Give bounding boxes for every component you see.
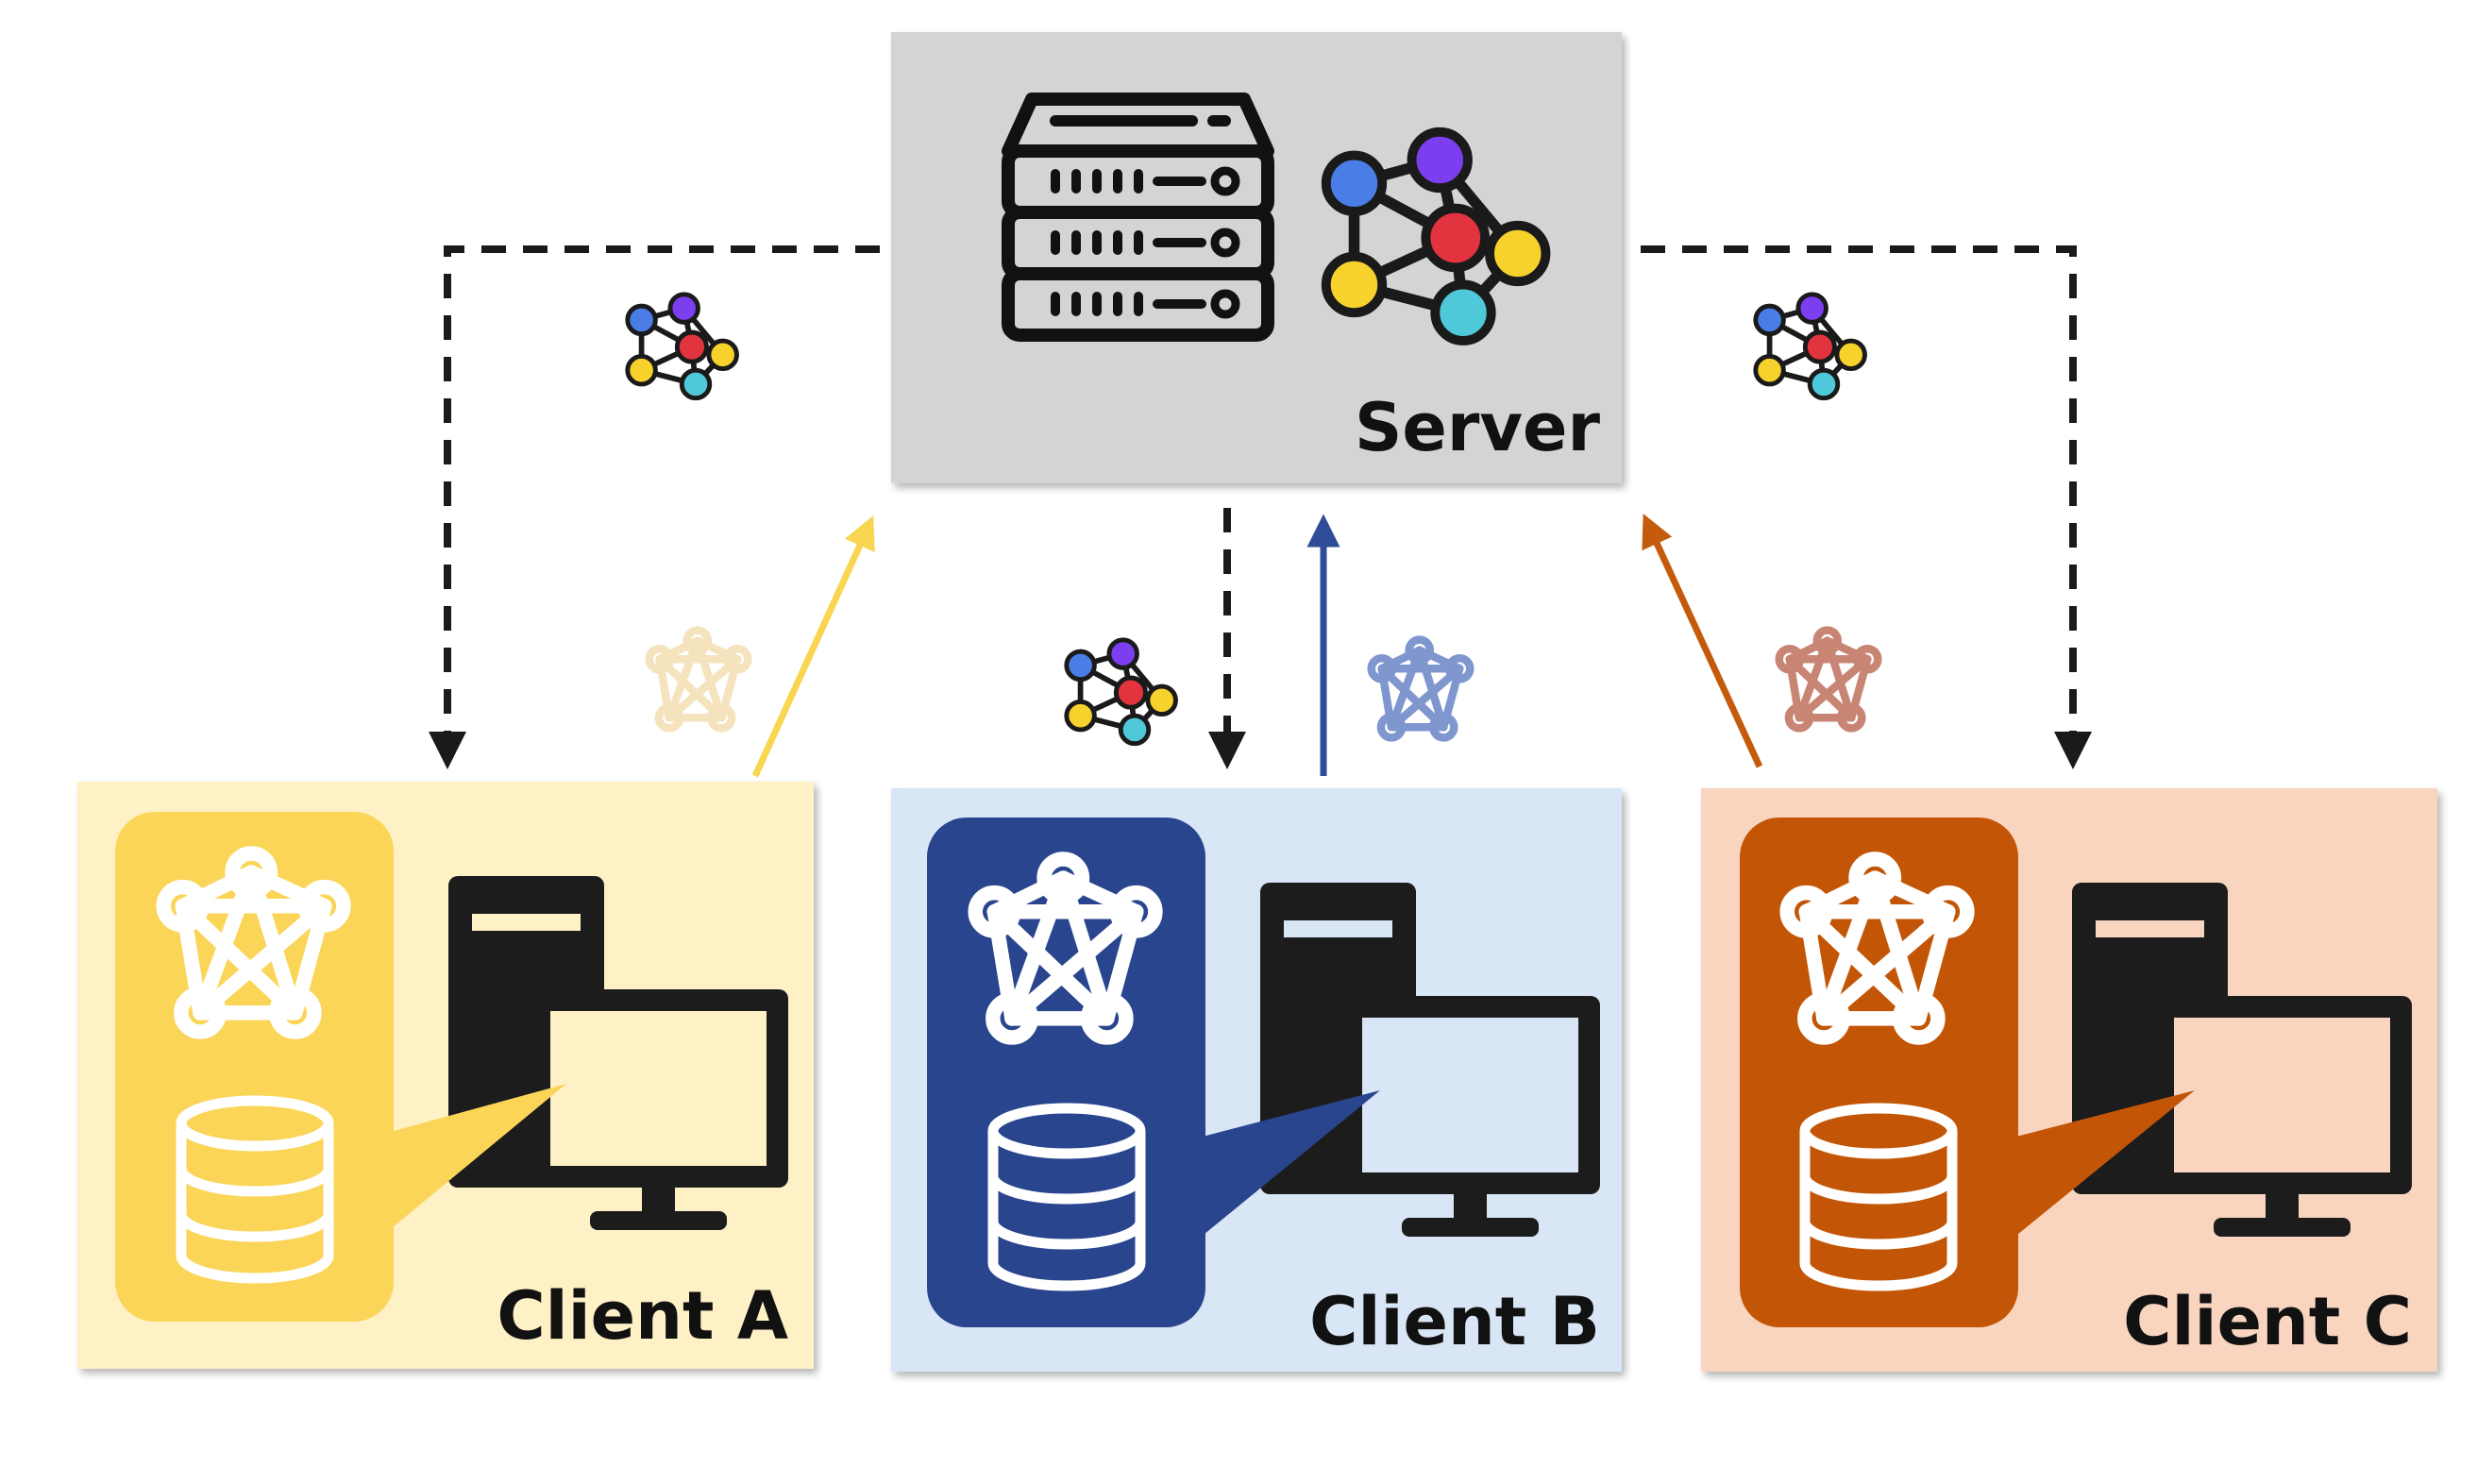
upload-arrow-client-c <box>1642 514 1763 768</box>
download-arrow-client-a <box>429 245 880 769</box>
global-model-copy-icon-left <box>628 295 737 398</box>
client-c-label: Client C <box>2123 1283 2412 1360</box>
data-pointer <box>1199 1090 1380 1239</box>
client-a-box: Client A <box>77 782 814 1369</box>
download-arrows <box>429 245 2092 769</box>
download-arrow-client-c <box>1641 245 2092 769</box>
global-model-copy-icon-right <box>1756 295 1865 398</box>
data-pointer <box>2013 1090 2195 1239</box>
client-c-box: Client C <box>1701 788 2437 1372</box>
client-b-label: Client B <box>1309 1283 1600 1360</box>
server-label: Server <box>1355 389 1601 466</box>
upload-arrow-client-a <box>751 515 875 778</box>
server-box: Server <box>891 32 1622 483</box>
upload-arrows <box>751 514 1763 778</box>
local-update-icon-client-b <box>1372 640 1471 738</box>
client-b-box: Client B <box>891 788 1622 1372</box>
global-model-copy-icon-center <box>1067 640 1176 744</box>
local-update-icon-client-a <box>649 631 749 729</box>
server-rack-icon <box>1002 93 1274 342</box>
local-update-icon-client-c <box>1779 631 1879 729</box>
data-pointer <box>387 1084 566 1232</box>
client-a-label: Client A <box>497 1277 788 1355</box>
